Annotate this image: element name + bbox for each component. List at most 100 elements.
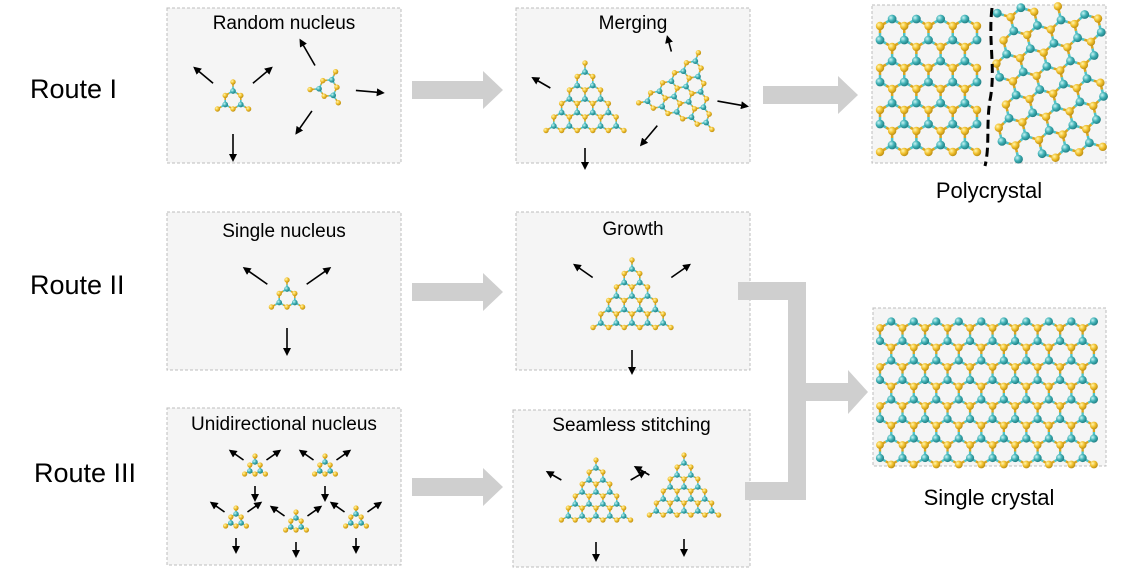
unidirectional-nucleus-flake [312,453,338,477]
yellow-atom [667,500,673,506]
teal-atom [579,513,585,519]
teal-atom [1021,131,1030,141]
growth-direction-arrow [717,100,749,110]
yellow-atom [613,311,620,317]
teal-atom [948,77,958,87]
yellow-atom [257,462,263,468]
teal-atom [1011,453,1020,463]
yellow-atom [233,523,239,529]
yellow-atom [900,105,909,115]
teal-atom [920,375,930,385]
yellow-atom [1078,441,1087,449]
teal-atom [909,317,918,326]
yellow-atom [948,21,957,31]
teal-atom [600,477,606,483]
teal-atom [965,336,975,346]
teal-atom [1089,51,1099,60]
teal-atom [1082,74,1092,84]
random-nucleus-caption: Random nucleus [212,13,356,34]
merge-bracket-arrow [738,282,868,500]
yellow-atom [1011,441,1019,449]
teal-atom [948,35,958,45]
yellow-atom [590,324,596,331]
growth-flake [590,257,674,331]
yellow-atom [637,324,643,331]
yellow-atom [607,481,613,487]
yellow-atom [674,464,680,470]
yellow-atom [972,63,982,73]
yellow-atom [683,60,690,66]
yellow-atom [921,402,929,410]
teal-atom [1067,395,1076,404]
yellow-atom [665,110,671,117]
single-crystal-lattice [875,317,1099,469]
growth-direction-arrow [670,263,691,279]
seamless-stitching-caption: Seamless stitching [552,415,711,436]
yellow-atom [574,100,580,107]
yellow-atom [1022,343,1031,352]
yellow-atom [667,476,673,482]
yellow-atom [674,512,680,518]
single-nucleus-caption: Single nucleus [222,221,346,242]
teal-atom [1068,120,1078,130]
teal-atom [960,140,970,150]
yellow-atom [637,270,643,277]
yellow-atom [1056,441,1065,449]
teal-atom [911,14,921,24]
yellow-atom [688,512,694,518]
teal-atom [586,501,592,507]
yellow-atom [932,460,941,469]
yellow-atom [1082,124,1091,134]
teal-atom [1044,356,1053,365]
teal-atom [954,356,963,365]
yellow-atom [898,324,907,332]
yellow-atom [960,42,970,52]
unidirectional-nucleus-flake [343,505,369,529]
teal-atom [680,68,687,75]
teal-atom [695,484,701,490]
teal-atom [977,356,986,365]
yellow-atom [701,80,707,87]
teal-atom [960,14,970,24]
yellow-atom [943,402,952,410]
teal-atom [652,306,659,313]
yellow-atom [887,126,897,136]
teal-atom [327,468,333,474]
yellow-atom [353,523,359,529]
merging-flake [635,50,715,133]
yellow-atom [977,421,986,430]
teal-atom [613,123,620,129]
teal-atom [330,92,336,99]
teal-atom [293,515,299,521]
yellow-atom [921,363,929,371]
teal-atom [999,317,1008,326]
yellow-atom [1022,421,1031,430]
teal-atom [887,98,897,108]
teal-atom [1089,434,1099,443]
teal-atom [593,489,599,495]
growth-direction-arrow [242,267,268,285]
growth-direction-arrow [266,449,282,461]
yellow-atom [600,517,606,523]
teal-atom [954,395,963,404]
teal-atom [613,320,620,326]
yellow-atom [558,517,564,523]
yellow-atom [1044,343,1053,352]
teal-atom [695,508,701,514]
teal-atom [550,123,557,129]
teal-atom [674,109,680,115]
teal-atom [943,336,952,346]
yellow-atom [230,79,236,85]
teal-atom [988,453,997,463]
growth-panel [515,211,751,371]
yellow-atom [276,290,282,297]
yellow-atom [999,421,1008,430]
teal-atom [875,414,885,424]
teal-atom [316,85,322,92]
yellow-atom [1018,118,1027,127]
teal-atom [943,375,952,385]
yellow-atom [875,147,885,157]
yellow-atom [924,63,933,73]
yellow-atom [650,105,657,111]
yellow-atom [252,453,258,459]
